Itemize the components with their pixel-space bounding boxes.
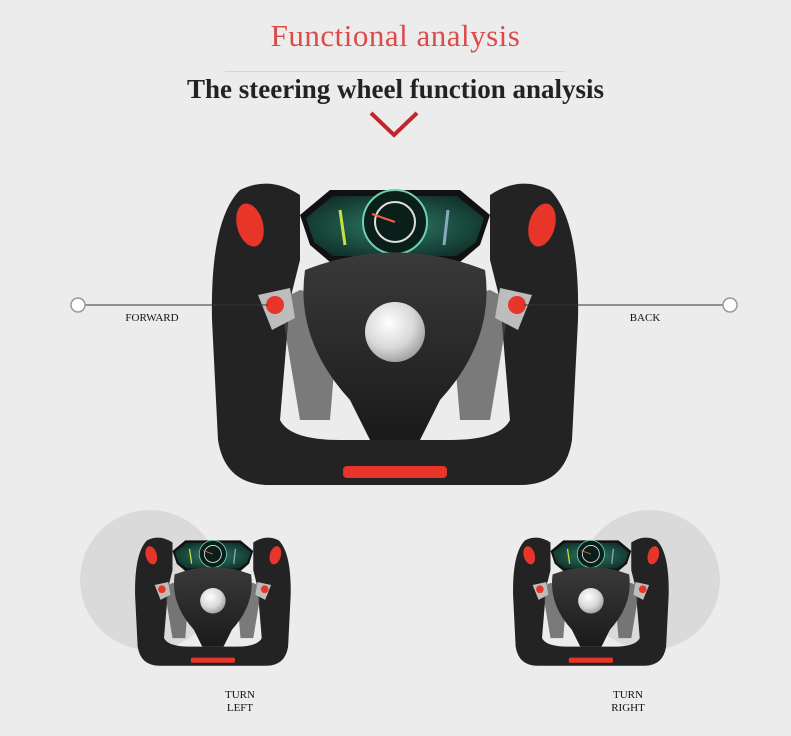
steering-wheel-turn-left	[134, 536, 292, 667]
turn-right-label: TURN RIGHT	[598, 689, 658, 715]
steering-wheel-main	[210, 182, 580, 487]
divider	[225, 71, 565, 72]
chevron-down-icon	[369, 111, 419, 138]
back-callout-dot	[722, 297, 738, 313]
turn-left-label: TURN LEFT	[210, 689, 270, 715]
turn-right-line1: TURN	[613, 689, 643, 701]
turn-right-line2: RIGHT	[611, 702, 645, 714]
steering-wheel-turn-right	[512, 536, 670, 667]
turn-left-line1: TURN	[225, 689, 255, 701]
back-label: BACK	[629, 312, 661, 324]
forward-label: FORWARD	[125, 312, 179, 324]
page-subtitle: The steering wheel function analysis	[186, 74, 604, 104]
page-title: Functional analysis	[270, 18, 521, 53]
forward-callout-dot	[70, 297, 86, 313]
turn-left-line2: LEFT	[226, 702, 254, 714]
